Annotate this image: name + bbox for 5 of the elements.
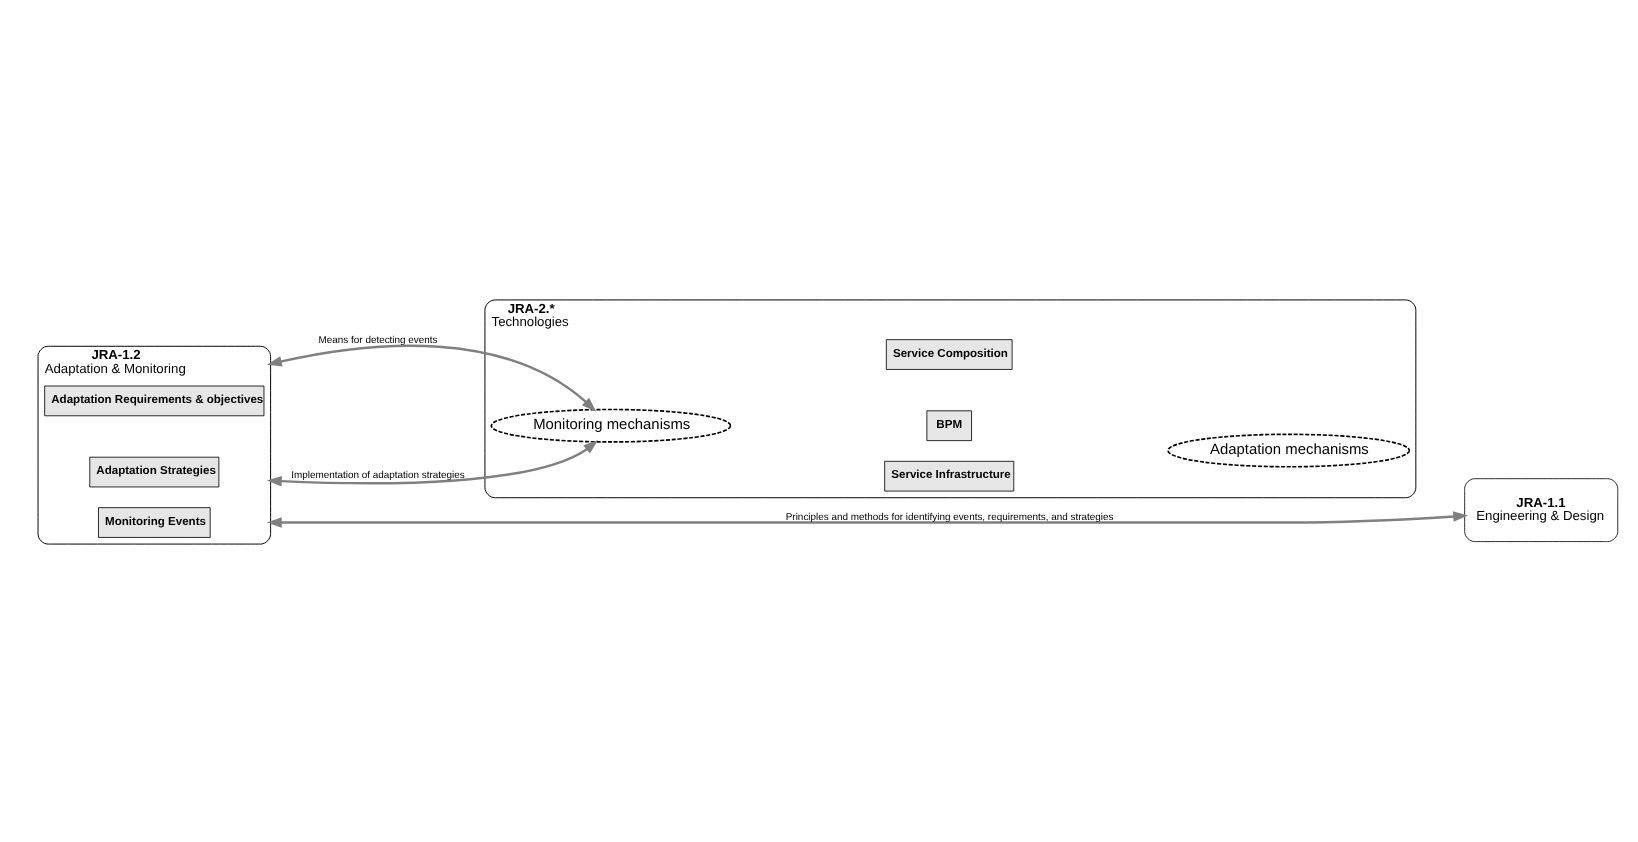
node-ellipse: Monitoring mechanisms [490,407,732,442]
arrow [266,438,599,486]
node-ellipse: Adaptation mechanisms [1167,432,1411,467]
arrow [266,343,597,411]
arrow [266,510,1469,527]
